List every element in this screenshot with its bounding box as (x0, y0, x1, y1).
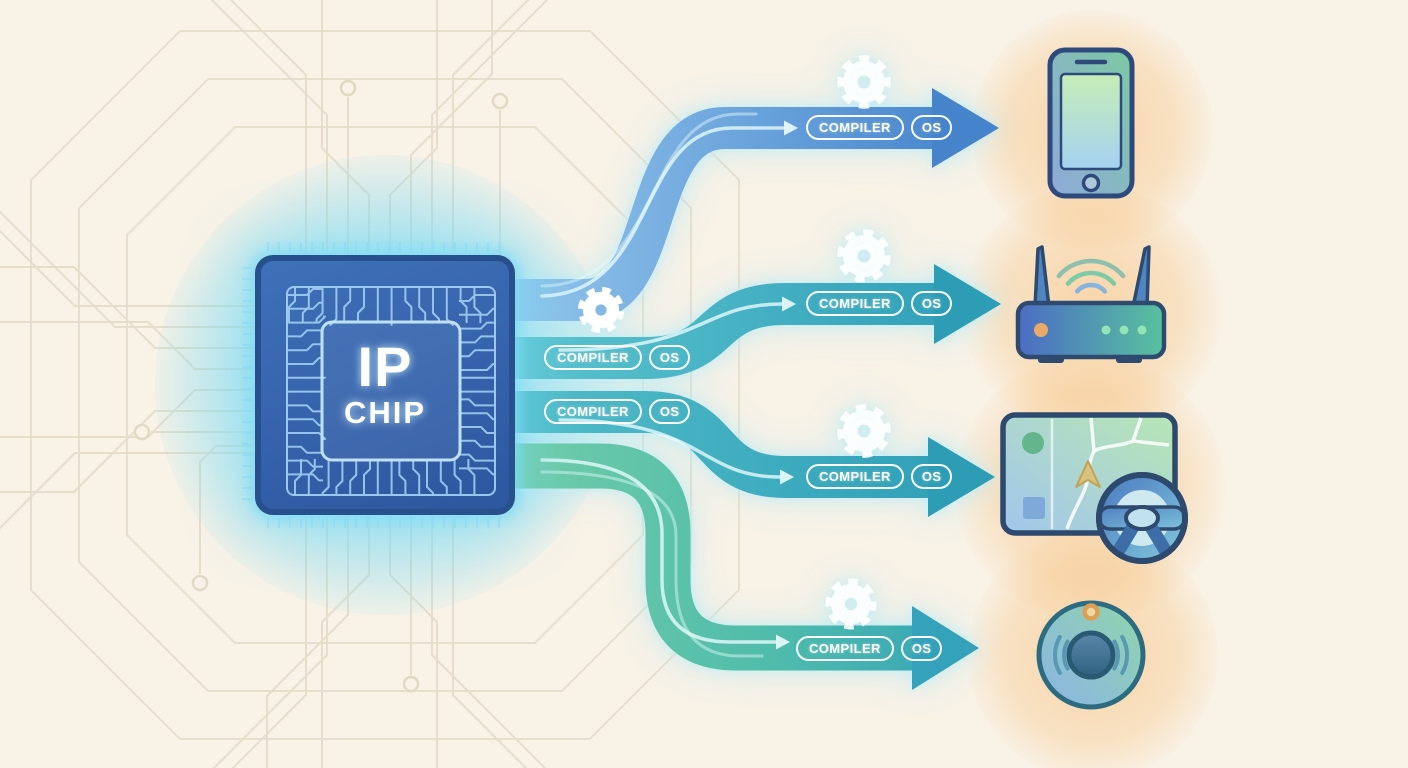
label-group-router: COMPILER OS (806, 291, 953, 316)
chip-label-ip: IP (357, 335, 413, 398)
label-group-chip-flow-2: COMPILER OS (544, 345, 691, 370)
chip-trace-art (286, 286, 496, 496)
gear-icon (842, 60, 886, 104)
flow-band-robot-vacuum (505, 443, 979, 690)
label-group-car-nav: COMPILER OS (806, 464, 953, 489)
compiler-pill: COMPILER (796, 636, 894, 661)
compiler-pill: COMPILER (806, 464, 904, 489)
os-pill: OS (910, 464, 953, 489)
label-group-chip-flow-3: COMPILER OS (544, 399, 691, 424)
label-group-smartphone: COMPILER OS (806, 115, 953, 140)
smartphone-icon (1047, 47, 1135, 199)
compiler-pill: COMPILER (544, 399, 642, 424)
pcb-via-dots (133, 79, 509, 693)
gear-icon (839, 231, 889, 281)
compiler-pill: COMPILER (806, 291, 904, 316)
ip-chip: IP CHIP (255, 255, 515, 515)
steering-wheel (1096, 472, 1188, 564)
robot-vacuum-icon (1036, 600, 1146, 710)
gear-icon (829, 582, 874, 627)
chip-label-chip: CHIP (343, 395, 427, 430)
os-pill: OS (648, 399, 691, 424)
car-navigation-icon (1000, 412, 1188, 564)
wifi-router-icon (1015, 245, 1167, 363)
gear-icon (839, 406, 888, 455)
compiler-pill: COMPILER (806, 115, 904, 140)
os-pill: OS (900, 636, 943, 661)
compiler-pill: COMPILER (544, 345, 642, 370)
label-group-vacuum: COMPILER OS (796, 636, 943, 661)
pcb-ring-traces (30, 30, 740, 740)
os-pill: OS (910, 291, 953, 316)
chip-label: IP CHIP (319, 319, 451, 451)
os-pill: OS (910, 115, 953, 140)
os-pill: OS (648, 345, 691, 370)
